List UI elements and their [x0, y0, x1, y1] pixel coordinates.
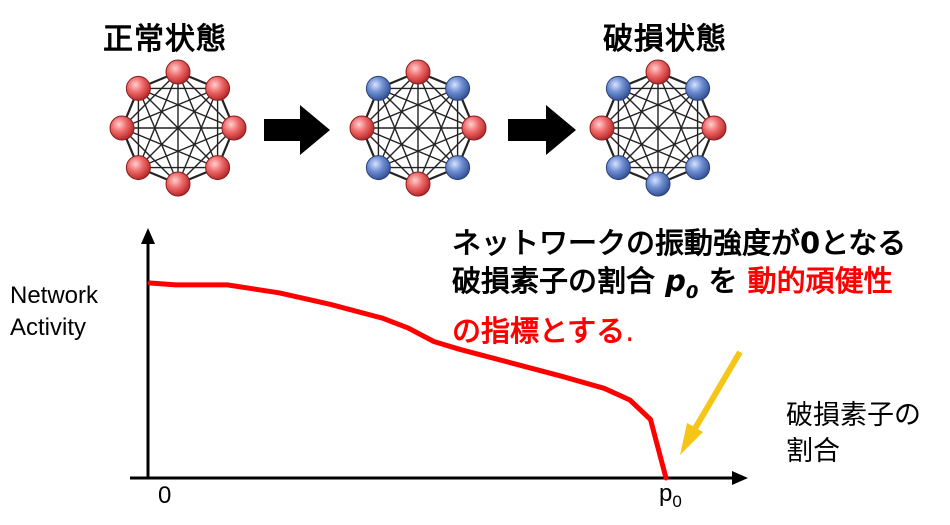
arrow-right-icon [508, 105, 576, 155]
network-edge [617, 87, 699, 169]
network-activity-curve [147, 280, 669, 481]
network-edge [617, 88, 659, 185]
node-red [205, 75, 231, 101]
y-axis-label-line1: Network [10, 282, 99, 309]
annotation-line2-wo: を [698, 264, 748, 298]
y-axis-arrowhead [141, 228, 155, 244]
node-blue [605, 75, 631, 101]
node-red [221, 115, 247, 141]
x-axis-title-line2: 割合 [786, 436, 840, 467]
annotation: ネットワークの振動強度が0となる 破損素子の割合 p0 を 動的頑健性 の指標と… [452, 224, 906, 350]
annotation-period: . [625, 313, 635, 348]
x-axis-title: 破損素子の 割合 [786, 398, 921, 470]
network-edge [138, 87, 235, 129]
node-blue [445, 75, 471, 101]
network-edge [137, 88, 179, 185]
node-red [405, 59, 431, 85]
x-tick-zero: 0 [158, 482, 172, 509]
annotation-line2-text: 破損素子の割合 [452, 264, 666, 298]
node-blue [685, 155, 711, 181]
broken-state-label: 破損状態 [603, 22, 727, 57]
annotation-p-symbol: p [665, 264, 686, 298]
annotation-line2: 破損素子の割合 p0 を 動的頑健性 [452, 262, 906, 312]
x-axis-title-line1: 破損素子の [786, 400, 921, 431]
normal-state-label: 正常状態 [103, 22, 227, 57]
x-tick-p0-subscript: 0 [672, 491, 682, 511]
node-red [109, 115, 135, 141]
node-blue [605, 155, 631, 181]
pointer-arrow-icon [680, 423, 703, 455]
annotation-highlight-robustness: 動的頑健性 [747, 264, 893, 298]
network-edge [137, 87, 219, 169]
network-edge [377, 88, 419, 185]
node-red [701, 115, 727, 141]
network-edge [601, 127, 659, 185]
node-red [205, 155, 231, 181]
x-tick-p0: p0 [659, 480, 682, 512]
network-normal [109, 59, 247, 197]
node-blue [645, 171, 671, 197]
node-red [125, 155, 151, 181]
node-blue [365, 155, 391, 181]
network-edge [361, 127, 419, 185]
network-partial [349, 59, 487, 197]
node-red [461, 115, 487, 141]
network-edge [378, 87, 475, 129]
y-axis-label: Network Activity [10, 280, 98, 344]
annotation-line1: ネットワークの振動強度が0となる [452, 226, 907, 260]
node-red [645, 59, 671, 85]
node-blue [685, 75, 711, 101]
network-edge [121, 127, 179, 185]
arrow-right-icon [264, 105, 330, 155]
annotation-p-subscript: 0 [685, 281, 699, 303]
x-axis-arrowhead [732, 471, 748, 485]
y-axis-label-line2: Activity [10, 314, 87, 341]
node-red [349, 115, 375, 141]
network-edge [377, 87, 459, 169]
x-tick-p0-letter: p [659, 480, 673, 507]
network-edge [618, 87, 715, 129]
node-red [125, 75, 151, 101]
node-red [165, 59, 191, 85]
node-red [165, 171, 191, 197]
node-red [589, 115, 615, 141]
network-broken [589, 59, 727, 197]
annotation-line3: の指標とする. [452, 312, 906, 350]
annotation-highlight-index: の指標とする [452, 313, 626, 348]
node-blue [365, 75, 391, 101]
node-blue [445, 155, 471, 181]
yellow-arrow-shaft [690, 350, 743, 434]
node-red [405, 171, 431, 197]
